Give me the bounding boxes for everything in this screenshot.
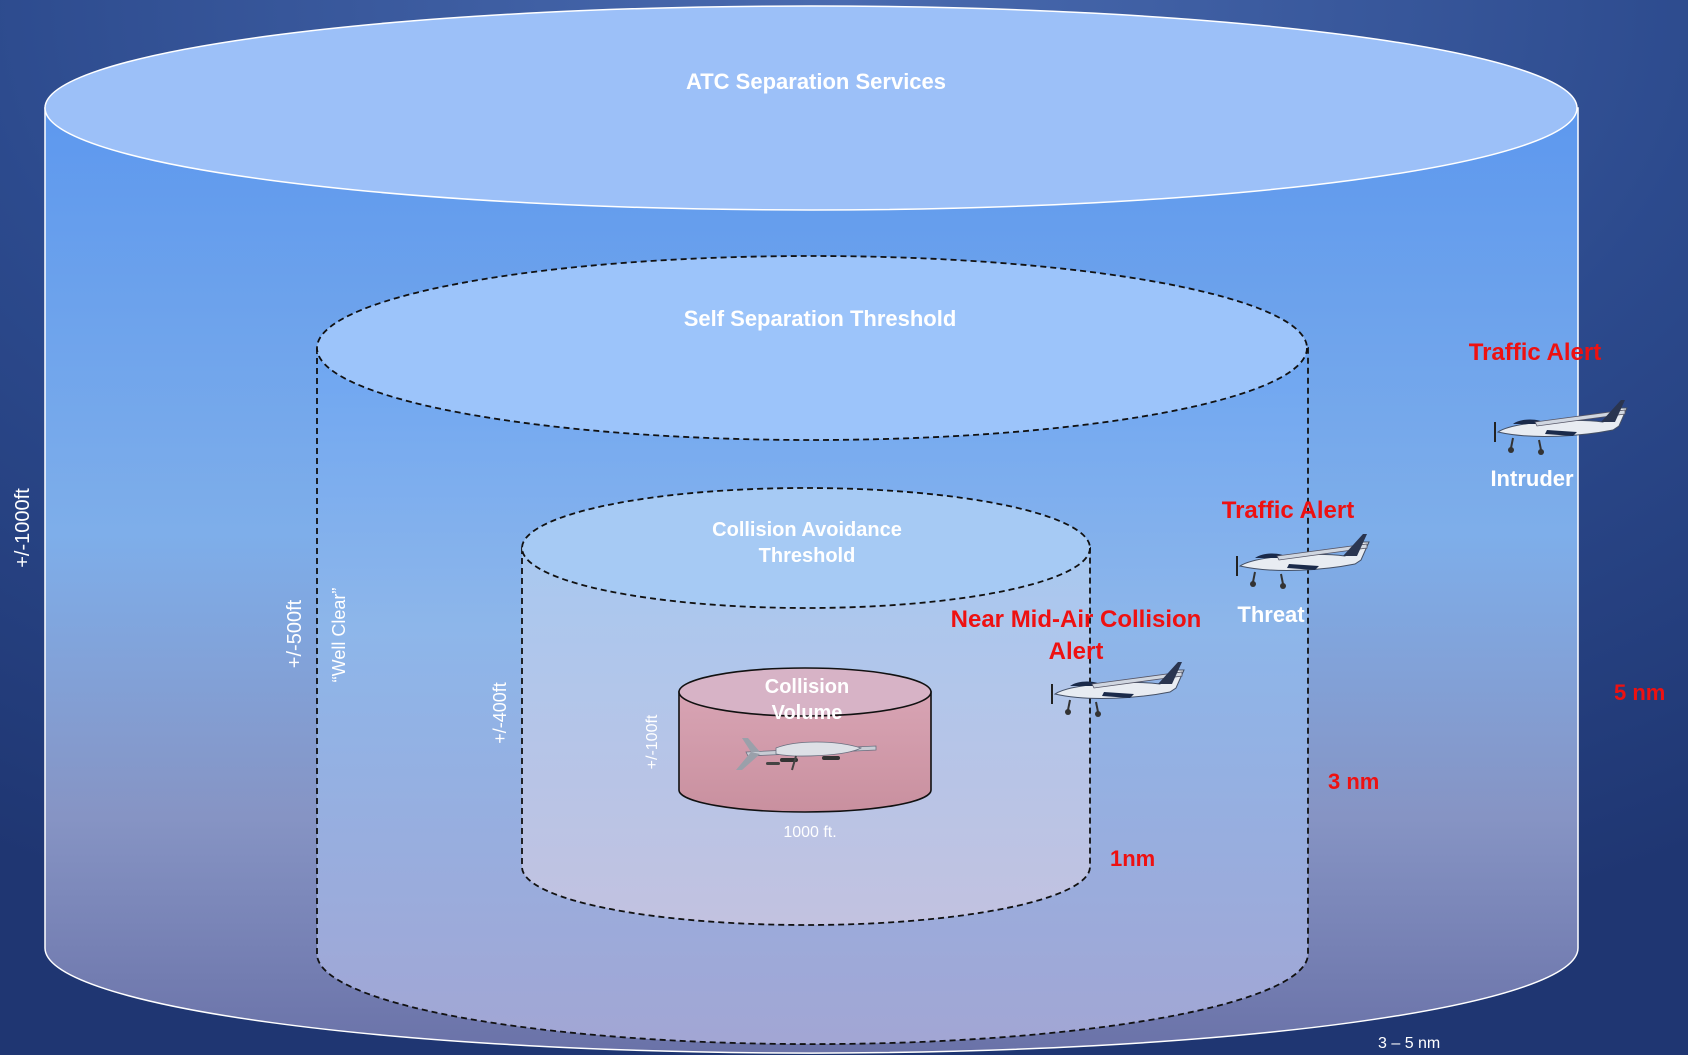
- volume-altitude-label: +/-100ft: [644, 714, 661, 769]
- self-separation-label: Self Separation Threshold: [684, 306, 957, 331]
- threat-traffic-alert-label: Traffic Alert: [1222, 497, 1354, 524]
- nmac-alert-label-line2: Alert: [1049, 638, 1104, 665]
- outer-distance-label: 5 nm: [1614, 680, 1665, 705]
- atc-range-label: 3 – 5 nm: [1378, 1035, 1440, 1052]
- self-separation-altitude-label: +/-500ft: [284, 599, 306, 668]
- avoidance-altitude-label: +/-400ft: [490, 682, 510, 744]
- threat-label: Threat: [1237, 602, 1305, 627]
- nmac-alert-label-line1: Near Mid-Air Collision: [951, 606, 1202, 633]
- self-separation-cylinder-top: [316, 255, 1308, 441]
- self-separation-distance-label: 3 nm: [1328, 769, 1379, 794]
- collision-volume-label-line1: Collision: [765, 676, 849, 698]
- well-clear-label: “Well Clear”: [329, 588, 349, 683]
- collision-avoidance-label-line1: Collision Avoidance: [712, 519, 902, 541]
- avoidance-distance-label: 1nm: [1110, 846, 1155, 871]
- intruder-traffic-alert-label: Traffic Alert: [1469, 339, 1601, 366]
- intruder-label: Intruder: [1490, 466, 1574, 491]
- collision-volume-cylinder-top: [678, 667, 932, 717]
- atc-cylinder-top: [44, 5, 1578, 211]
- collision-avoidance-cylinder-top: [521, 487, 1091, 609]
- collision-avoidance-label-line2: Threshold: [759, 545, 856, 567]
- volume-width-label: 1000 ft.: [783, 824, 836, 841]
- atc-separation-label: ATC Separation Services: [686, 69, 946, 94]
- collision-volume-label-line2: Volume: [772, 702, 843, 724]
- outer-altitude-label: +/-1000ft: [12, 488, 34, 568]
- drone-icon: [736, 738, 877, 771]
